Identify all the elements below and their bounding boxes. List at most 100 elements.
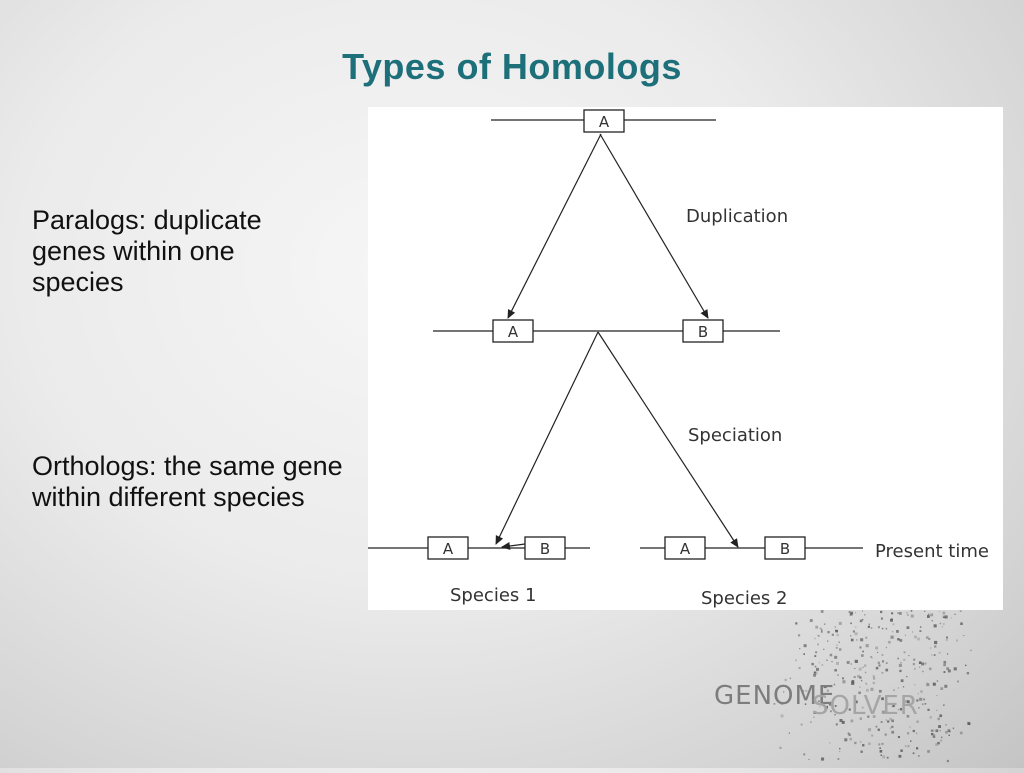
logo-dot [937,741,940,745]
logo-dot [859,619,863,623]
logo-dot [854,632,858,636]
logo-dot [929,716,932,719]
logo-dot [860,750,863,753]
logo-dot [879,689,882,693]
logo-dot [927,615,930,618]
logo-dot [943,663,946,667]
logo-dot [927,708,930,711]
logo-dot [858,667,862,671]
logo-dot [960,622,963,625]
logo-dot [899,708,903,711]
logo-dot [814,671,818,675]
logo-dot [837,758,840,760]
logo-dot [933,624,937,628]
logo-dot [942,611,946,615]
logo-dot [929,668,931,670]
logo-dot [867,728,872,732]
logo-dot [899,669,902,673]
logo-dot [900,662,902,664]
logo-dot [906,612,908,614]
logo-dot [940,687,944,690]
logo-dot [823,623,826,625]
logo-dot [862,610,863,612]
logo-dot [904,634,906,636]
logo-dot [820,631,823,633]
logo-dot [930,613,934,617]
logo-dot [842,680,846,684]
logo-dot [927,613,930,615]
logo-dot [889,727,892,729]
logo-dot [943,623,945,625]
logo-dot [923,698,925,701]
logo-dot [929,647,932,649]
ancestral-gene-box [583,109,625,133]
logo-dot [907,744,910,748]
logo-dot [848,734,851,736]
logo-dot [835,723,838,726]
logo-dot [906,700,910,704]
duplication-arrow-right [599,133,709,319]
logo-dot [943,616,945,618]
species2-gene-a-label: A [680,540,691,558]
logo-dot [795,622,798,625]
species1-gene-a-box [427,536,469,560]
logo-dot [896,630,899,633]
logo-dot [875,646,878,650]
logo-dot [850,622,852,625]
logo-dot [879,747,881,749]
logo-dot [881,671,884,674]
logo-dot [924,610,926,612]
logo-dot [886,756,889,759]
logo-dot [867,715,870,718]
logo-dot [849,737,852,741]
logo-dot [825,705,828,709]
logo-dot [827,640,829,642]
logo-dot [918,755,920,757]
logo-dot [944,615,948,619]
logo-dot [866,688,869,692]
species2-gene-b-label: B [780,540,790,558]
logo-dot [919,666,921,668]
logo-dot [897,687,900,689]
logo-dot [890,635,894,639]
paralogs-line-3: species [32,267,124,297]
orthologs-line-1: Orthologs: the same gene [32,451,343,481]
logo-dot [931,729,935,732]
logo-dot [893,689,895,692]
logo-dot [839,747,841,750]
logo-dot [966,672,970,675]
logo-dot [950,617,952,619]
logo-dot [800,723,803,726]
logo-dot [920,690,923,693]
logo-dot [805,689,808,692]
logo-dot [803,653,805,655]
logo-dot [940,736,943,739]
logo-dot [932,682,936,686]
logo-dot [829,653,833,657]
logo-dot [836,661,839,665]
logo-dot [931,733,934,736]
logo-dot [906,626,910,629]
logo-dot [967,721,971,725]
logo-dot [859,646,862,649]
logo-dot [779,746,782,749]
logo-dot [839,750,841,753]
logo-dot [940,739,943,742]
logo-dot [927,750,930,753]
logo-dot [861,654,864,657]
logo-dot [817,634,819,637]
logo-dot [898,663,902,667]
logo-dot [907,732,910,735]
logo-dot [910,610,913,612]
logo-dot [839,719,843,722]
logo-dot [788,732,790,734]
paralog-gene-a-label: A [508,323,519,341]
logo-dot [947,653,949,655]
logo-dot [908,655,910,657]
logo-dot [914,684,916,686]
logo-dot [959,731,963,735]
logo-dot [937,717,940,721]
logo-dot [797,634,801,637]
species1-gene-b-label: B [540,540,550,558]
logo-dot [926,682,928,684]
